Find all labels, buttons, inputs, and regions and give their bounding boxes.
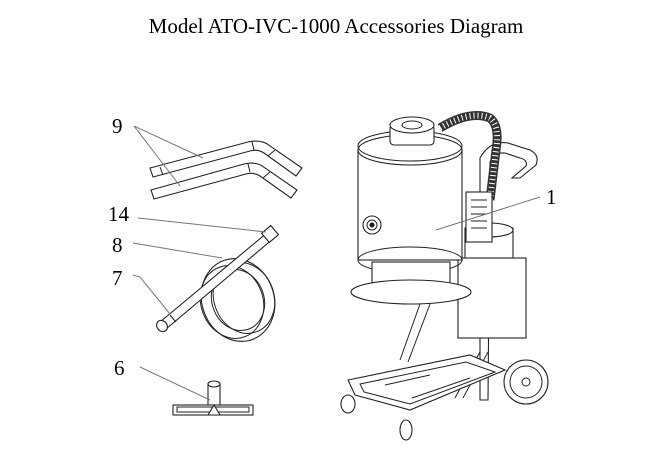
leader-line-6 (139, 366, 211, 401)
leader-line-9b (133, 125, 181, 187)
diagram-title: Model ATO-IVC-1000 Accessories Diagram (148, 14, 524, 38)
callout-label-9: 9 (112, 114, 123, 138)
extension-tubes (149, 140, 303, 200)
leader-line-7 (132, 274, 171, 315)
leader-line-1 (435, 196, 541, 231)
vacuum-main-unit (340, 111, 549, 441)
leader-line-8 (132, 242, 223, 259)
callout-label-8: 8 (112, 233, 123, 257)
leader-line-9a (133, 125, 204, 159)
callout-label-14: 14 (108, 202, 130, 226)
wand-tube (156, 224, 280, 333)
callout-label-6: 6 (114, 356, 125, 380)
leader-line-14 (137, 217, 267, 233)
callout-label-1: 1 (546, 185, 557, 209)
floor-nozzle (172, 380, 254, 416)
callout-label-7: 7 (112, 266, 123, 290)
